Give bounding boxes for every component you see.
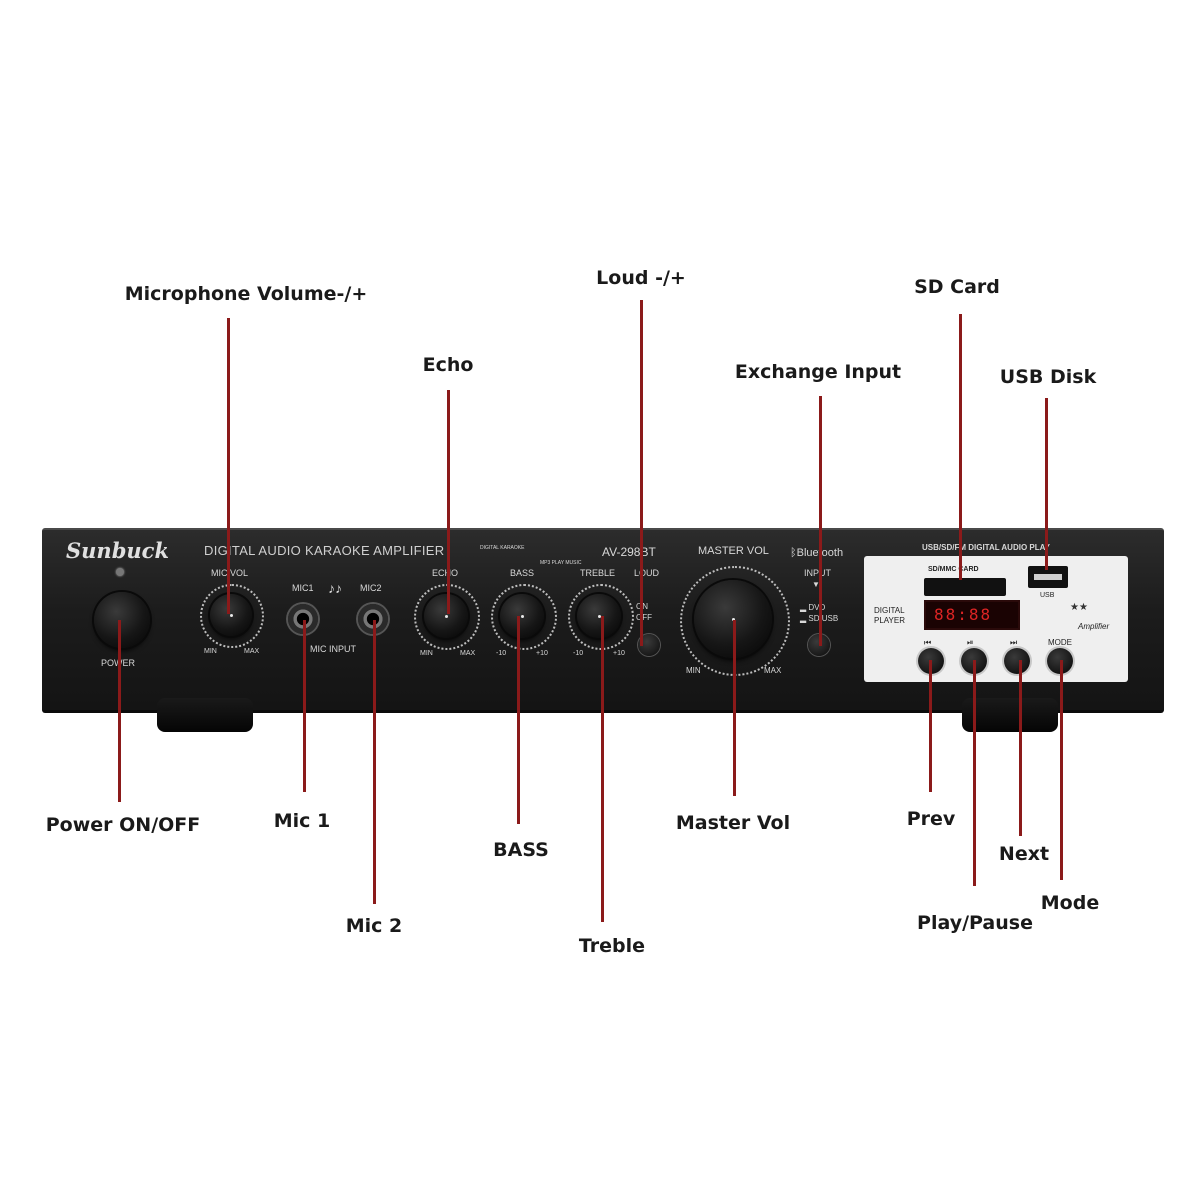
leader-prev [929, 660, 932, 792]
label-next: Next [998, 843, 1050, 865]
leader-master-vol [733, 620, 736, 796]
model-number: AV-298BT [602, 545, 656, 559]
bass-scale [491, 584, 557, 650]
input-sd-usb: ▂ SD/USB [800, 614, 839, 623]
microphone-icon: ♪♪ [328, 580, 342, 596]
bluetooth-label: ᛒBluetooth [790, 547, 843, 559]
sd-slot-label: SD/MMC CARD [928, 566, 979, 573]
input-label: INPUT [804, 568, 831, 578]
leader-play-pause [973, 660, 976, 886]
loud-button[interactable] [638, 634, 660, 656]
label-mode: Mode [1040, 892, 1100, 914]
power-button[interactable] [94, 592, 150, 648]
mic-volume-knob[interactable] [210, 594, 252, 636]
echo-label: ECHO [432, 568, 459, 578]
label-play-pause: Play/Pause [917, 912, 1033, 934]
mic-vol-min: MIN [204, 648, 217, 655]
input-dvd-text: DVD [808, 603, 826, 612]
leader-treble [601, 616, 604, 922]
label-bass: BASS [493, 839, 549, 861]
leader-mic-volume [227, 318, 230, 614]
input-dvd: ▂ DVD [800, 603, 826, 612]
label-treble: Treble [578, 935, 646, 957]
label-sd-card: SD Card [914, 276, 1000, 298]
leader-power [118, 620, 121, 802]
usb-port-label: USB [1040, 592, 1055, 599]
mic-vol-scale [200, 584, 264, 648]
mic-input-label: MIC INPUT [310, 644, 356, 654]
leader-sd-card [959, 314, 962, 580]
label-power: Power ON/OFF [45, 814, 201, 836]
usb-port[interactable] [1028, 566, 1068, 588]
input-arrow-icon: ▼ [812, 580, 820, 589]
leader-next [1019, 660, 1022, 836]
loud-label: LOUD [634, 568, 660, 578]
left-foot [157, 698, 253, 732]
label-loud: Loud -/+ [596, 267, 686, 289]
label-mic1: Mic 1 [273, 810, 331, 832]
master-vol-title: MASTER VOL [698, 545, 769, 557]
leader-mic1 [303, 620, 306, 792]
power-led [116, 568, 124, 576]
mic2-jack-label: MIC2 [360, 583, 382, 593]
leader-echo [447, 390, 450, 614]
label-exchange-input: Exchange Input [734, 361, 902, 383]
brand-logo: Sunbuck [66, 538, 169, 563]
play-pause-icon: ⏯ [967, 638, 974, 647]
label-usb-disk: USB Disk [999, 366, 1097, 388]
mic-vol-max: MAX [244, 648, 260, 655]
bluetooth-icon: ᛒ [790, 547, 797, 559]
led-display: 88:88 [924, 600, 1020, 630]
leader-usb-disk [1045, 398, 1048, 570]
loud-off: OFF [636, 613, 652, 622]
bass-knob[interactable] [500, 594, 544, 638]
label-master-vol: Master Vol [675, 812, 791, 834]
label-mic2: Mic 2 [345, 915, 403, 937]
badge-digital-karaoke: DIGITAL KARAOKE [480, 545, 525, 551]
master-vol-min: MIN [686, 666, 701, 675]
sd-card-slot[interactable] [924, 578, 1006, 596]
treble-max: +10 [613, 650, 625, 657]
digital-player-label: DIGITAL PLAYER [874, 606, 905, 625]
display-readout: 88:88 [934, 605, 993, 624]
label-echo: Echo [422, 354, 474, 376]
leader-bass [517, 616, 520, 824]
leader-loud [640, 300, 643, 646]
echo-max: MAX [460, 650, 476, 657]
bass-label: BASS [510, 568, 535, 578]
input-sd-usb-text: SD/USB [808, 614, 839, 623]
leader-exchange-input [819, 396, 822, 646]
treble-min: -10 [573, 650, 584, 657]
mic1-jack-label: MIC1 [292, 583, 314, 593]
bass-max: +10 [536, 650, 548, 657]
echo-min: MIN [420, 650, 433, 657]
leader-mode [1060, 660, 1063, 880]
star-icon: ★★ [1070, 602, 1088, 613]
next-button[interactable] [1004, 648, 1030, 674]
badge-mp3: MP3 PLAY MUSIC [540, 560, 582, 566]
label-prev: Prev [906, 808, 956, 830]
amplifier-logo-text: Amplifier [1078, 622, 1110, 631]
device-title: DIGITAL AUDIO KARAOKE AMPLIFIER [204, 543, 445, 558]
right-foot [962, 698, 1058, 732]
panel-title: USB/SD/FM DIGITAL AUDIO PLAY [922, 543, 1051, 552]
echo-knob[interactable] [424, 594, 468, 638]
label-microphone-volume: Microphone Volume-/+ [124, 283, 368, 305]
next-icon: ⏭ [1010, 638, 1018, 647]
mode-label: MODE [1048, 638, 1072, 647]
leader-mic2 [373, 620, 376, 904]
bass-min: -10 [496, 650, 507, 657]
treble-knob[interactable] [577, 594, 621, 638]
treble-label: TREBLE [580, 568, 616, 578]
prev-icon: ⏮ [924, 638, 932, 647]
master-vol-max: MAX [764, 666, 782, 675]
